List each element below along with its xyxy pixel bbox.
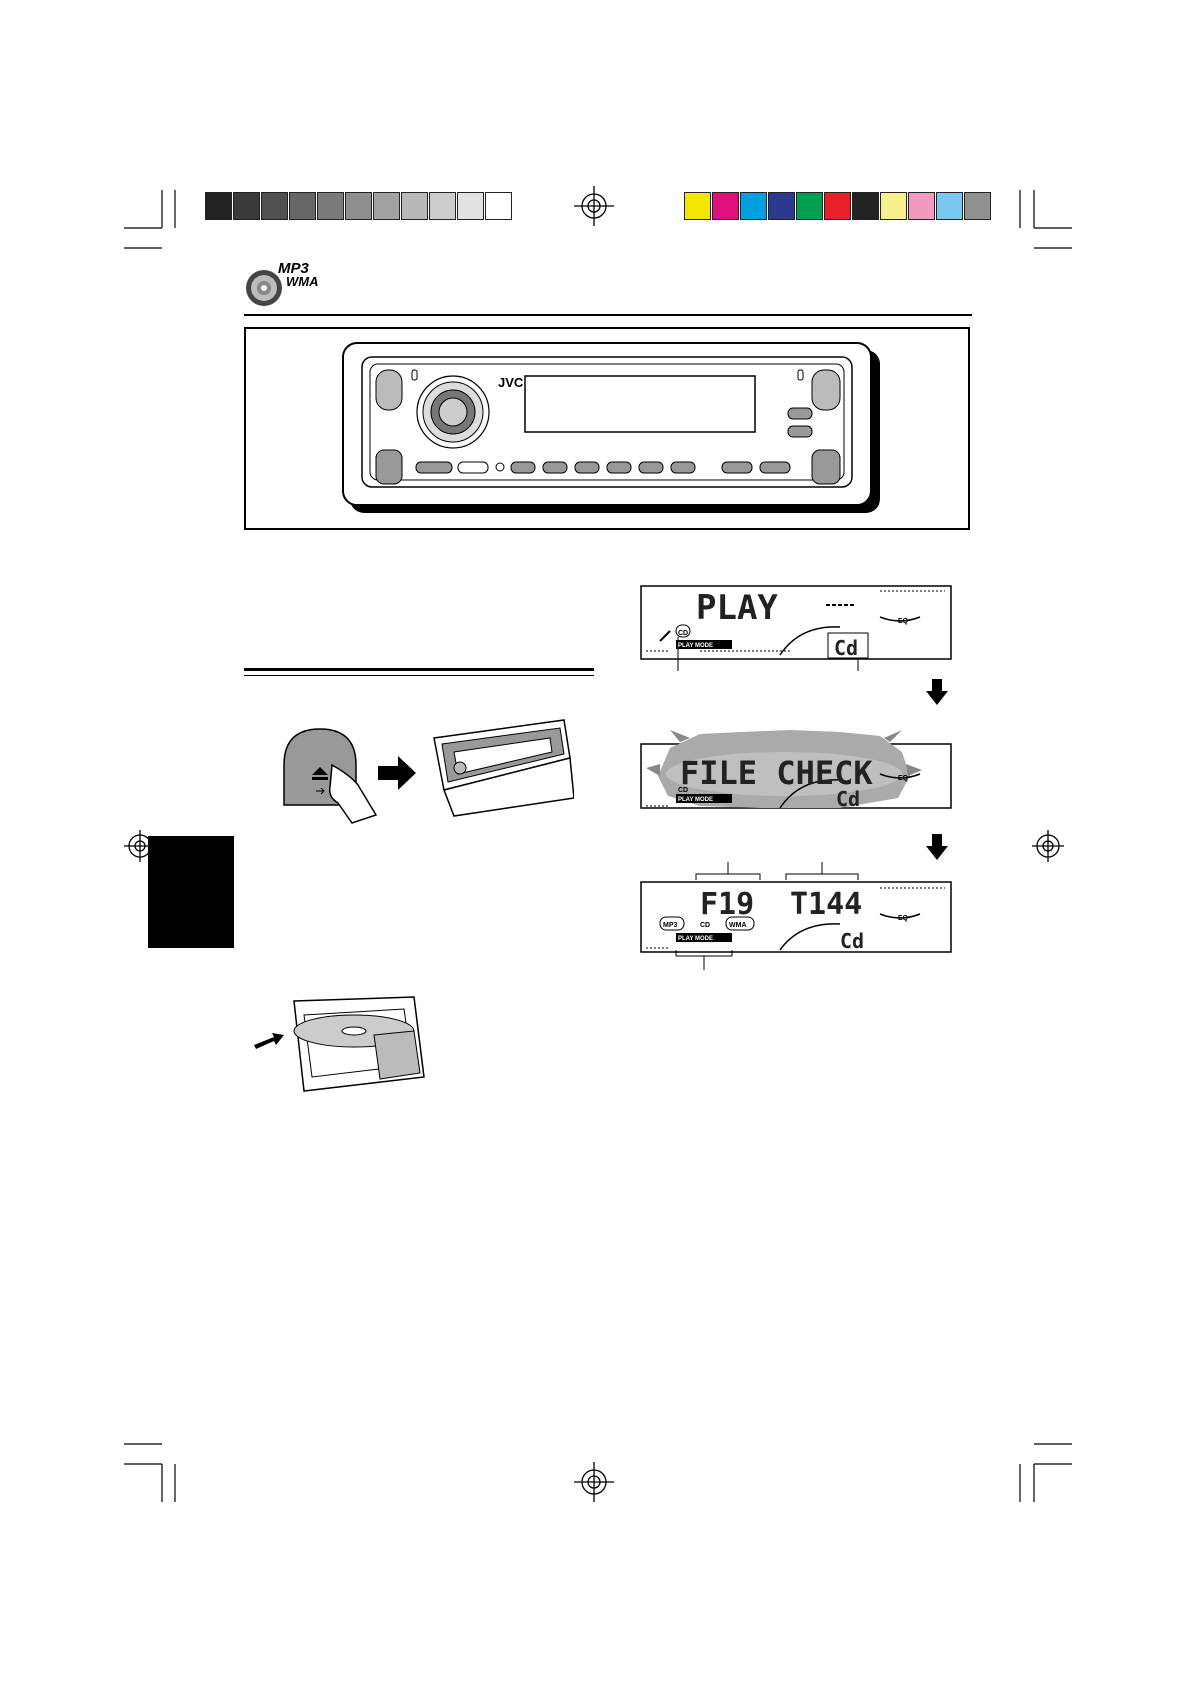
eject-button-illustration: [283, 728, 378, 824]
gray-bar-7: [373, 192, 400, 220]
color-bar-pink: [908, 192, 935, 220]
color-bar-yellow: [684, 192, 711, 220]
insert-disc-illustration: [254, 996, 425, 1092]
source-indicator: Cd: [834, 636, 858, 660]
cd-indicator: CD: [678, 787, 688, 794]
mp3-wma-badge: MP3 WMA: [244, 260, 344, 310]
arrow-right-icon: [378, 756, 416, 790]
color-bar-light-yellow: [880, 192, 907, 220]
arrow-down-icon-2: [926, 834, 948, 860]
play-mode-indicator: PLAY MODE: [678, 643, 713, 649]
lcd-display-play: PLAY CD PLAY MODE EQ Cd: [640, 585, 952, 671]
color-bar-blue: [768, 192, 795, 220]
badge-mp3-label: MP3: [278, 260, 309, 277]
header-rule: [244, 314, 972, 316]
disc-icon: [246, 270, 282, 306]
play-mode-indicator: PLAY MODE: [678, 797, 713, 803]
mp3-indicator: MP3: [663, 922, 678, 929]
gray-bar-11: [485, 192, 512, 220]
cd-indicator: CD: [678, 630, 688, 637]
source-indicator: Cd: [840, 929, 864, 953]
lcd-folder-number: F19: [700, 887, 754, 922]
faceplate-open-illustration: [433, 719, 574, 817]
radio-illustration-frame: [244, 327, 970, 530]
registration-mark-bottom: [574, 1462, 614, 1502]
lcd-main-text: FILE CHECK: [680, 754, 873, 792]
gray-bar-2: [233, 192, 260, 220]
gray-bar-5: [317, 192, 344, 220]
registration-mark-left: [124, 830, 156, 862]
gray-bar-10: [457, 192, 484, 220]
gray-bar-9: [429, 192, 456, 220]
eq-indicator: EQ: [898, 915, 909, 922]
color-bar-light-blue: [936, 192, 963, 220]
gray-bar-3: [261, 192, 288, 220]
eq-indicator: EQ: [898, 618, 909, 625]
color-bar-cyan: [740, 192, 767, 220]
lcd-track-number: T144: [790, 887, 862, 922]
car-stereo-faceplate: [342, 342, 880, 513]
gray-bar-8: [401, 192, 428, 220]
lcd-display-file-check: FILE CHECK CD PLAY MODE EQ Cd: [640, 730, 952, 811]
color-bar-green: [796, 192, 823, 220]
color-bar-red: [824, 192, 851, 220]
play-mode-indicator: PLAY MODE: [678, 936, 713, 942]
gray-bar-4: [289, 192, 316, 220]
color-bar-magenta: [712, 192, 739, 220]
lcd-main-text: PLAY: [696, 588, 778, 628]
cd-indicator: CD: [700, 922, 710, 929]
gray-bar-1: [205, 192, 232, 220]
color-bar-gray: [964, 192, 991, 220]
section-rule-thin: [244, 675, 594, 676]
top-crop-marks: [124, 186, 1072, 249]
registration-mark-right: [1032, 830, 1064, 862]
gray-bar-6: [345, 192, 372, 220]
lcd-display-folder-track: F19 T144 MP3 CD WMA PLAY MODE EQ Cd: [640, 862, 952, 970]
eq-indicator: EQ: [898, 775, 909, 782]
language-side-tab: [148, 836, 234, 948]
bottom-crop-marks: [124, 1443, 1072, 1502]
color-bar-black: [852, 192, 879, 220]
eject-icon: [312, 767, 328, 775]
jvc-brand-logo: JVC: [498, 375, 524, 390]
section-rule-thick: [244, 668, 594, 671]
insert-arrow-icon: [254, 1033, 284, 1049]
wma-indicator: WMA: [729, 922, 747, 929]
badge-wma-label: WMA: [286, 274, 319, 289]
arrow-down-icon-1: [926, 679, 948, 705]
source-indicator: Cd: [836, 787, 860, 811]
registration-mark-top: [574, 186, 614, 226]
